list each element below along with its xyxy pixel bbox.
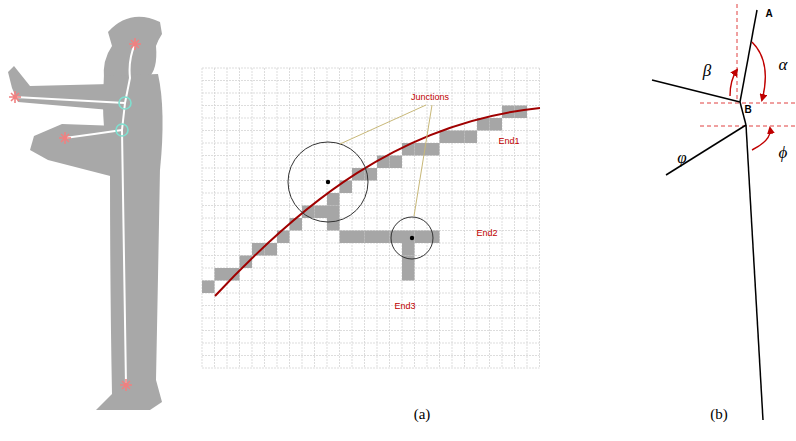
- pixel-cell: [402, 243, 415, 256]
- junction-circles: [288, 142, 433, 259]
- pixel-cell: [327, 193, 340, 206]
- grid-line: [202, 318, 540, 319]
- fitted-curve: [215, 108, 540, 296]
- pixel-cell: [327, 218, 340, 231]
- pixel-cell: [202, 281, 215, 294]
- grid-line: [414, 68, 415, 368]
- pixel-cell: [352, 231, 365, 244]
- end-label: End2: [476, 229, 497, 238]
- pixel-cell: [490, 118, 503, 131]
- pixel-cell: [402, 231, 415, 244]
- end-points: [9, 38, 141, 391]
- point-label: B: [744, 105, 751, 115]
- junction-dot: [326, 180, 330, 184]
- end-label: End1: [498, 137, 519, 146]
- grid-line: [202, 93, 540, 94]
- pixel-cell: [315, 206, 328, 219]
- angle-label: φ: [677, 149, 686, 166]
- grid-line: [202, 155, 540, 156]
- leader-lines: [340, 105, 432, 216]
- grid-line: [202, 143, 540, 144]
- limb-lines: [652, 10, 763, 420]
- pixel-cell: [440, 131, 453, 144]
- grid-line: [202, 205, 540, 206]
- pixel-cell: [465, 131, 478, 144]
- angle-label: α: [779, 56, 788, 73]
- panel-caption: (a): [414, 407, 431, 422]
- pixel-cell: [215, 268, 228, 281]
- pixel-cell: [427, 143, 440, 156]
- body-silhouette: [8, 17, 163, 410]
- reference-lines: [700, 4, 796, 126]
- grid-line: [202, 280, 540, 281]
- callout-label: Junctions: [411, 93, 449, 102]
- pixel-cell: [227, 268, 240, 281]
- grid-line: [202, 268, 540, 269]
- pixel-cell: [390, 156, 403, 169]
- skeleton: [15, 44, 135, 385]
- grid-line: [202, 293, 540, 294]
- pixel-cell: [377, 231, 390, 244]
- grid-line: [202, 105, 540, 106]
- skeleton-pixels: [202, 106, 527, 294]
- grid-line: [202, 193, 540, 194]
- angle-label: ϕ: [779, 144, 788, 161]
- pixel-cell: [402, 268, 415, 281]
- point-label: A: [765, 9, 772, 19]
- grid-line: [202, 68, 540, 69]
- junction-dot: [410, 236, 414, 240]
- grid-line: [202, 368, 540, 369]
- end-label: End3: [394, 302, 415, 311]
- grid-line: [202, 343, 540, 344]
- pixel-cell: [240, 256, 253, 269]
- grid-line: [202, 355, 540, 356]
- pixel-cell: [415, 231, 428, 244]
- grid-line: [202, 218, 540, 219]
- angle-label: β: [703, 62, 711, 79]
- grid-line: [202, 330, 540, 331]
- panel-caption: (b): [710, 407, 728, 422]
- pixel-cell: [327, 206, 340, 219]
- pixel-cell: [290, 218, 303, 231]
- pixel-cell: [452, 131, 465, 144]
- grid-line: [264, 68, 265, 368]
- pixel-grid: [202, 68, 540, 368]
- grid-line: [489, 68, 490, 368]
- angle-arcs: [730, 42, 770, 150]
- pixel-cell: [365, 231, 378, 244]
- grid-line: [202, 305, 540, 306]
- pixel-cell: [340, 231, 353, 244]
- grid-line: [202, 80, 540, 81]
- junction-points: [116, 97, 131, 136]
